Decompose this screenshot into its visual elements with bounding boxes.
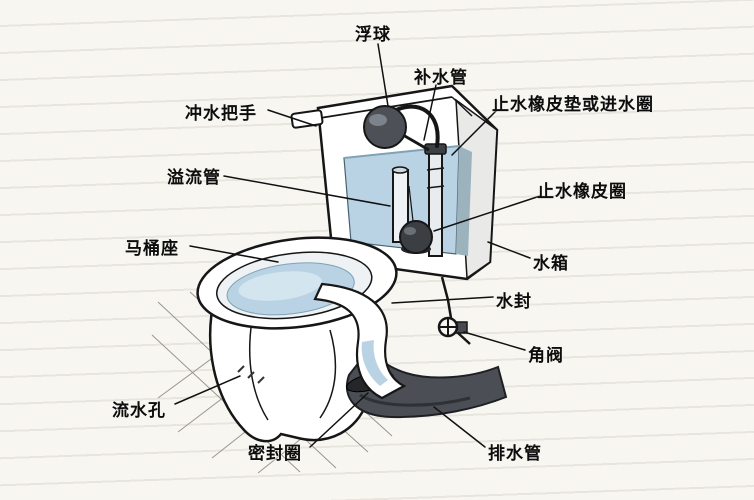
label-float-ball: 浮球 (355, 25, 391, 45)
angle-valve-shape (437, 276, 471, 345)
tank-mechanisms (363, 104, 447, 257)
float-ball-shape (363, 105, 407, 149)
label-angle-valve: 角阀 (528, 346, 564, 366)
trap-channel (313, 282, 407, 400)
refill-tube-shape (390, 104, 440, 148)
label-refill-pipe: 补水管 (414, 68, 468, 88)
label-drain-pipe: 排水管 (488, 444, 542, 464)
label-toilet-seat: 马桶座 (125, 239, 179, 259)
label-water-tank: 水箱 (533, 254, 569, 274)
water-seal-shape (361, 340, 388, 386)
label-flush-handle: 冲水把手 (185, 104, 257, 124)
flush-handle-shape (290, 109, 324, 129)
label-water-seal: 水封 (496, 292, 532, 312)
label-flow-holes: 流水孔 (112, 401, 166, 421)
label-flush-seal: 止水橡皮圈 (537, 182, 627, 202)
label-inlet-seal: 止水橡皮垫或进水圈 (492, 95, 654, 115)
flow-holes-shape (237, 365, 265, 384)
tank-inner-wall (456, 146, 472, 256)
flapper-ball-shape (399, 220, 433, 254)
leader-lines (174, 43, 541, 448)
label-sealing-ring: 密封圈 (248, 444, 302, 464)
label-overflow-pipe: 溢流管 (167, 168, 221, 188)
